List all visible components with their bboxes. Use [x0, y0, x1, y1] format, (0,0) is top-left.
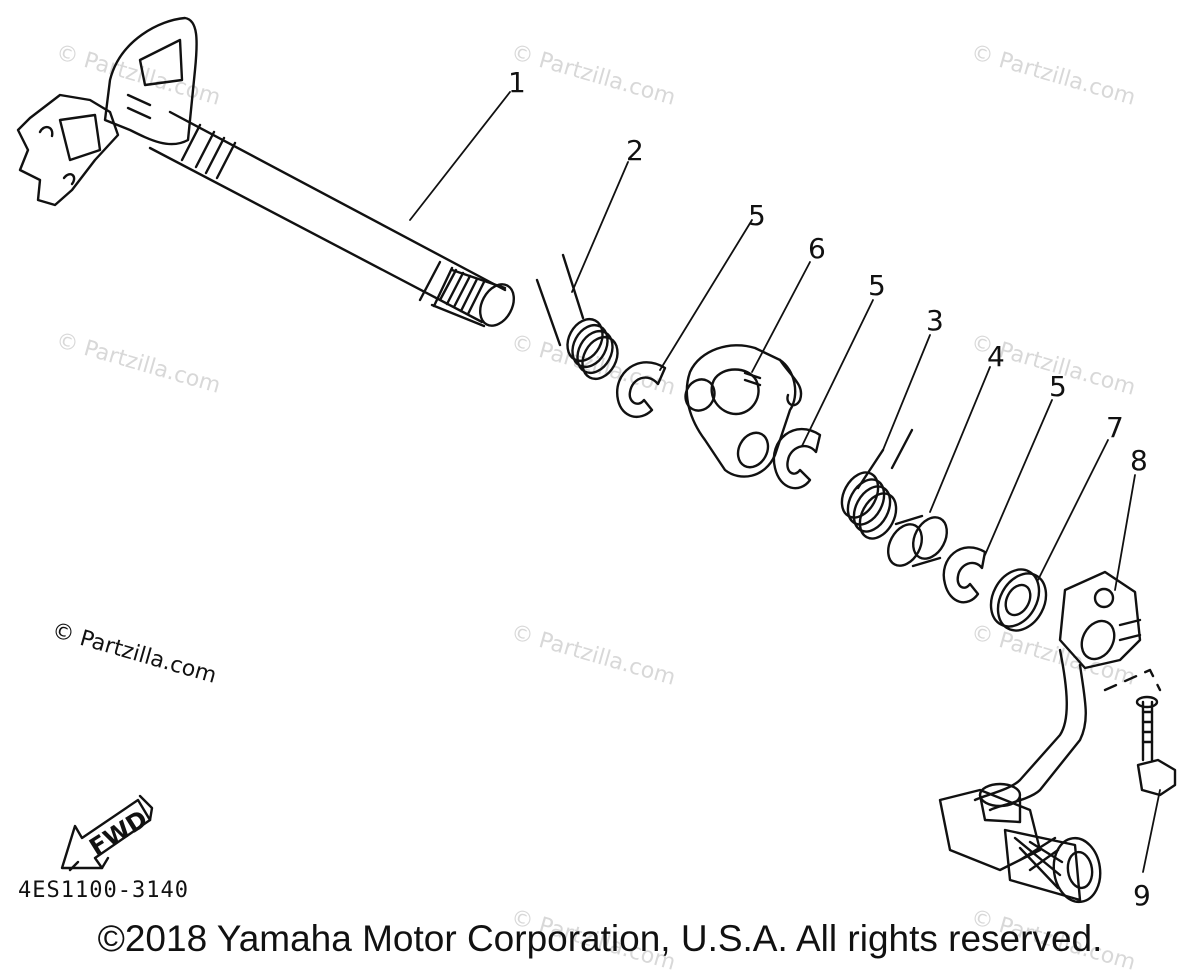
callout-numbers: 1 2 5 6 5 3 4 5 7 8 9 [508, 66, 1151, 912]
shift-shaft [16, 16, 515, 328]
stopper-lever [684, 344, 803, 478]
callout-4: 4 [987, 340, 1005, 373]
callout-3: 3 [926, 304, 944, 337]
callout-5: 5 [868, 269, 886, 302]
callout-1: 1 [508, 66, 526, 99]
circlip [942, 546, 987, 604]
collar [887, 514, 948, 568]
copyright-notice: ©2018 Yamaha Motor Corporation, U.S.A. A… [97, 918, 1103, 959]
circlip [772, 428, 822, 490]
torsion-spring [840, 428, 914, 540]
callout-6: 6 [808, 232, 826, 265]
callout-8: 8 [1130, 444, 1148, 477]
callout-7: 7 [1106, 411, 1124, 444]
callout-5: 5 [1049, 370, 1067, 403]
shift-pedal [938, 570, 1142, 904]
torsion-spring [535, 253, 619, 381]
bolt [1103, 668, 1177, 797]
callout-5: 5 [748, 199, 766, 232]
circlip [615, 361, 667, 419]
diagram-code: 4ES1100-3140 [18, 878, 189, 903]
leader-lines [409, 91, 1161, 873]
washer [989, 568, 1048, 632]
callout-9: 9 [1133, 879, 1151, 912]
callout-2: 2 [626, 134, 644, 167]
fwd-arrow-icon: FWD [60, 794, 154, 872]
